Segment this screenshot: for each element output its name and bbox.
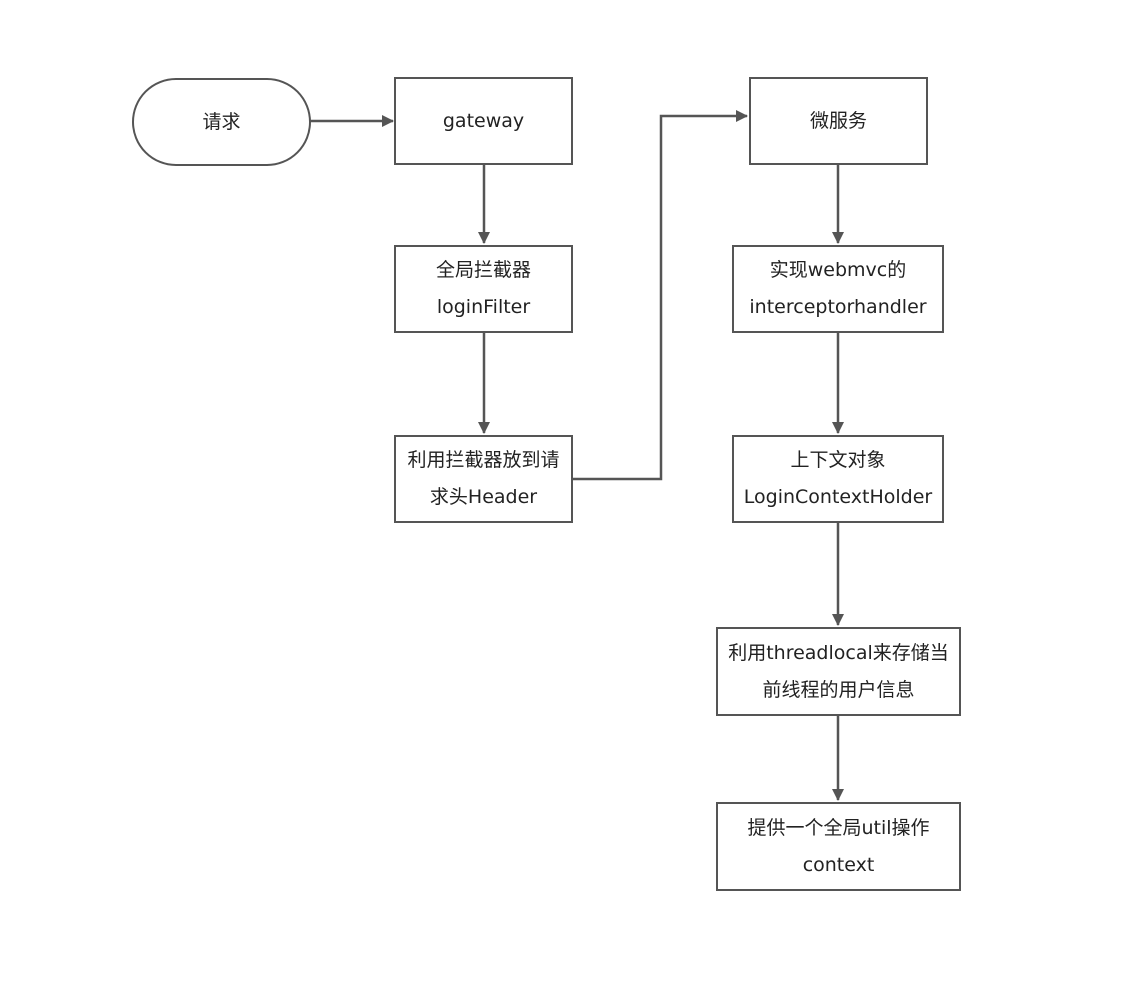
node-interceptor-line1: 实现webmvc的 — [769, 259, 907, 281]
node-global-filter-line1: 全局拦截器 — [435, 259, 531, 281]
node-gateway-label: gateway — [442, 109, 525, 132]
node-header: 利用拦截器放到请 求头Header — [394, 435, 573, 523]
node-global-filter: 全局拦截器 loginFilter — [394, 245, 573, 333]
node-request-label: 请求 — [202, 110, 241, 133]
node-microservice: 微服务 — [749, 77, 928, 165]
node-context-holder-line2: LoginContextHolder — [743, 486, 933, 508]
arrow-header-to-microservice — [573, 110, 748, 481]
node-microservice-label: 微服务 — [809, 109, 867, 132]
node-interceptor-line2: interceptorhandler — [749, 296, 927, 318]
node-header-line2: 求头Header — [429, 486, 538, 508]
node-context-holder-line1: 上下文对象 — [790, 449, 886, 471]
node-threadlocal: 利用threadlocal来存储当 前线程的用户信息 — [716, 627, 961, 716]
node-global-filter-line2: loginFilter — [436, 296, 531, 318]
node-util-line2: context — [802, 853, 875, 876]
node-interceptor: 实现webmvc的 interceptorhandler — [732, 245, 944, 333]
node-request: 请求 — [132, 78, 311, 166]
node-util: 提供一个全局util操作 context — [716, 802, 961, 891]
node-threadlocal-line2: 前线程的用户信息 — [762, 678, 915, 701]
node-threadlocal-line1: 利用threadlocal来存储当 — [728, 641, 949, 664]
node-util-line1: 提供一个全局util操作 — [747, 816, 930, 839]
node-gateway: gateway — [394, 77, 573, 165]
node-header-line1: 利用拦截器放到请 — [407, 449, 560, 471]
node-context-holder: 上下文对象 LoginContextHolder — [732, 435, 944, 523]
